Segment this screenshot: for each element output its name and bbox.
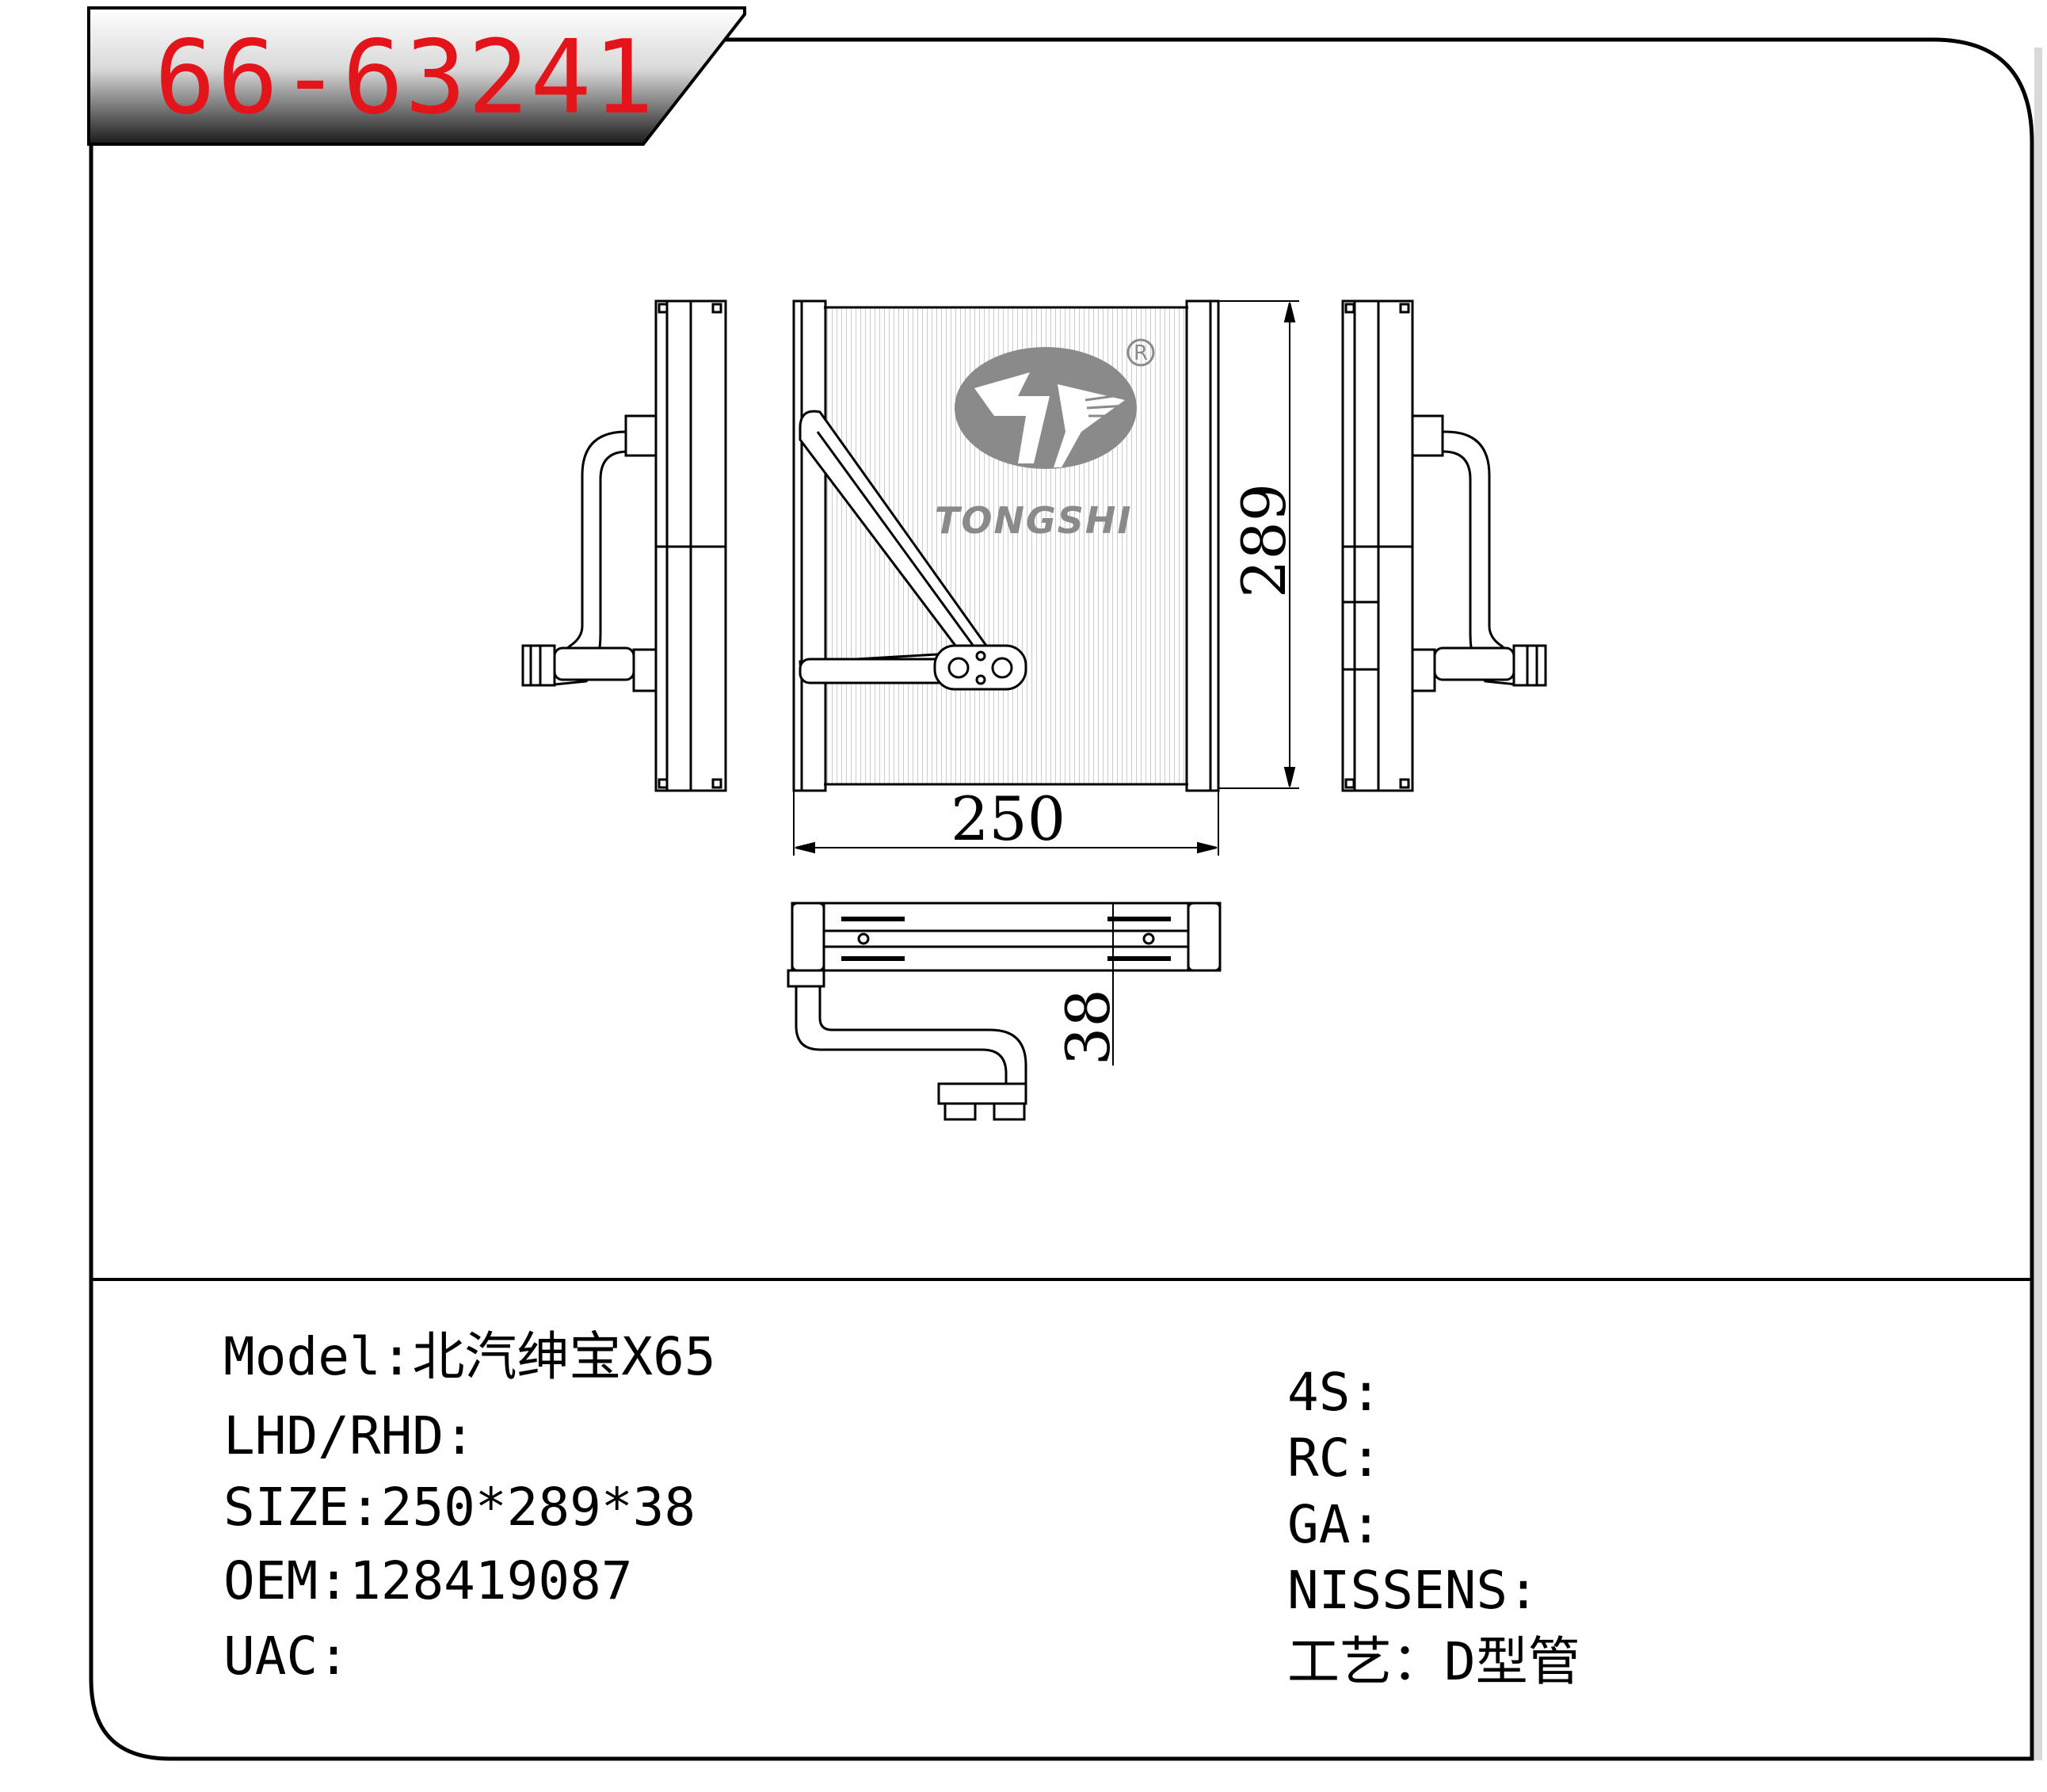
right-side-view xyxy=(1341,299,1547,792)
spec-process: 工艺：D型管 xyxy=(1287,1631,1580,1692)
width-dimension-label: 250 xyxy=(951,784,1065,854)
spec-oem: OEM:128419087 xyxy=(223,1550,633,1611)
spec-uac: UAC: xyxy=(223,1626,349,1687)
part-number: 66-63241 xyxy=(154,19,656,137)
depth-dimension-label: 38 xyxy=(1053,989,1123,1066)
top-view xyxy=(787,902,1222,1121)
width-dimension xyxy=(793,791,1219,856)
brand-name: TONGSHI xyxy=(935,499,1132,542)
height-dimension-label: 289 xyxy=(1229,483,1299,598)
registered-mark: R xyxy=(1134,341,1148,365)
front-view xyxy=(792,299,1220,792)
registered-mark-icon xyxy=(1126,338,1155,367)
outer-frame xyxy=(89,37,2034,1761)
spec-nissens: NISSENS: xyxy=(1287,1560,1539,1621)
header-tab xyxy=(87,6,746,146)
height-dimension xyxy=(1218,300,1299,789)
spec-4s: 4S: xyxy=(1287,1362,1382,1423)
spec-size: SIZE:250*289*38 xyxy=(223,1477,696,1538)
spec-ga: GA: xyxy=(1287,1494,1382,1555)
left-side-view xyxy=(521,299,727,792)
depth-dimension xyxy=(1105,902,1212,1066)
spec-model: Model:北汽绅宝X65 xyxy=(223,1326,716,1387)
spec-rc: RC: xyxy=(1287,1428,1382,1489)
tongshi-logo: R TONGSHI xyxy=(935,338,1155,542)
spec-lhd-rhd: LHD/RHD: xyxy=(223,1405,475,1466)
